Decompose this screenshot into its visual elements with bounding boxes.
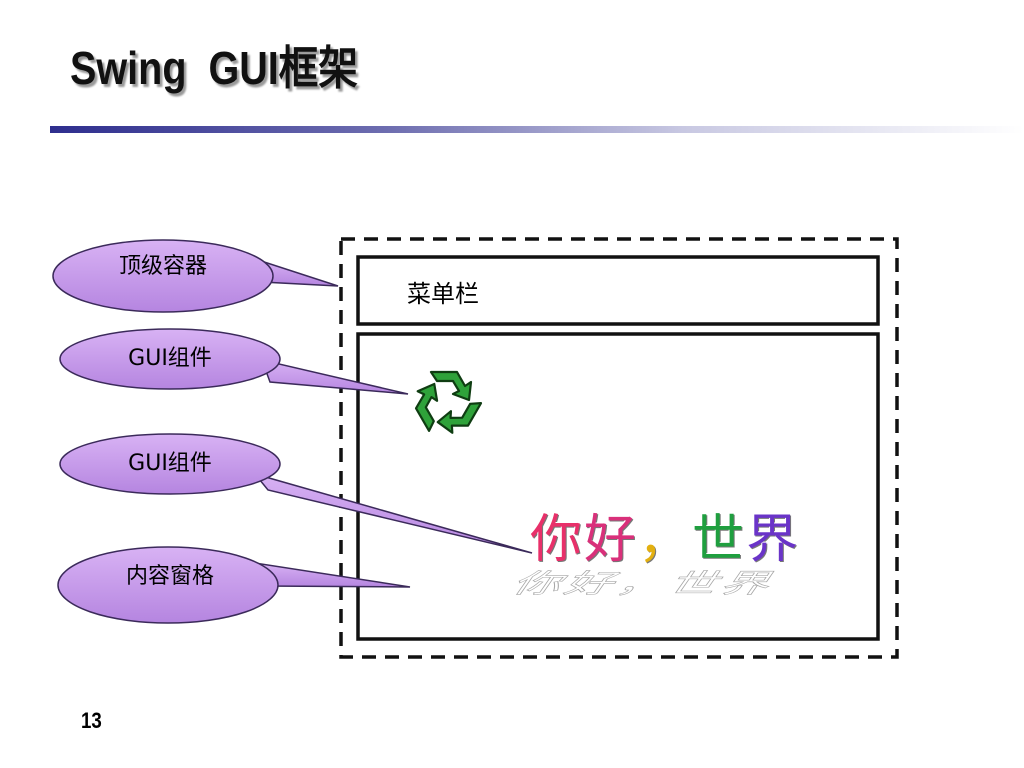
hello-char-shi: 世 xyxy=(692,510,747,570)
hello-char-comma: ， xyxy=(638,510,693,570)
top-level-container-frame xyxy=(339,237,899,659)
hello-world-label: 你好，世界 xyxy=(530,508,800,572)
hello-char-hao: 好 xyxy=(584,510,639,570)
page-number: 13 xyxy=(81,708,102,733)
callout-label-top-level-container: 顶级容器 xyxy=(118,254,207,279)
hello-char-ni: 你 xyxy=(530,510,585,570)
menubar-label: 菜单栏 xyxy=(407,280,479,308)
callout-gui-component-2 xyxy=(59,433,281,495)
callout-pointer-gui-2 xyxy=(252,472,533,554)
content-pane-box xyxy=(356,332,880,641)
callout-label-gui-component-2: GUI组件 xyxy=(128,451,212,476)
title-underline xyxy=(50,126,1024,133)
callout-gui-component-1 xyxy=(59,328,281,390)
callout-content-pane xyxy=(57,546,279,624)
callout-label-content-pane: 内容窗格 xyxy=(125,564,214,589)
callout-top-level-container xyxy=(52,239,274,313)
slide-title: Swing GUI框架 xyxy=(70,42,358,94)
menubar-box xyxy=(356,255,880,326)
recycle-icon xyxy=(407,370,483,439)
hello-char-jie: 界 xyxy=(746,510,801,570)
callout-label-gui-component-1: GUI组件 xyxy=(128,346,212,371)
